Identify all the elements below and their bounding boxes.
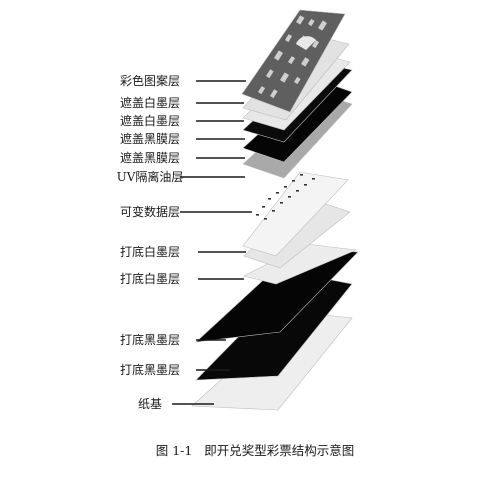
variable-data-dot-1 [256, 214, 259, 216]
variable-data-dot-9 [272, 210, 275, 212]
pattern-mark-13 [258, 86, 266, 95]
variable-data-dot-6 [292, 180, 295, 182]
layer-label-1: 彩色图案层 [120, 73, 180, 88]
variable-data-dot-5 [284, 186, 287, 188]
variable-data-dot-7 [300, 174, 303, 176]
pattern-mark-1 [296, 15, 305, 25]
pattern-mark-11 [280, 72, 290, 83]
layer-label-6: UV隔离油层 [117, 169, 184, 184]
variable-data-dot-8 [264, 218, 267, 220]
pattern-mark-8 [288, 56, 296, 65]
variable-data-dot-11 [288, 196, 291, 198]
pattern-mark-10 [266, 69, 274, 79]
layer-label-9: 打底白墨层 [120, 271, 180, 286]
pattern-mark-6 [312, 40, 320, 49]
sheet-decorations [256, 15, 328, 220]
pattern-mark-3 [318, 20, 328, 31]
layer-sheet-1 [241, 9, 346, 113]
layer-label-7: 可变数据层 [120, 204, 180, 219]
layer-label-12: 纸基 [138, 397, 162, 411]
variable-data-dot-10 [280, 202, 283, 204]
layer-labels: 彩色图案层遮盖白墨层遮盖白墨层遮盖黑膜层遮盖黑膜层UV隔离油层可变数据层打底白墨… [117, 73, 184, 411]
fan-pattern-icon [296, 36, 316, 50]
layer-label-3: 遮盖白墨层 [120, 113, 180, 128]
pattern-mark-2 [307, 18, 315, 27]
leader-lines [172, 80, 252, 405]
variable-data-dot-3 [268, 198, 271, 200]
pattern-mark-12 [294, 76, 301, 85]
layer-sheets [191, 9, 359, 411]
pattern-mark-14 [270, 89, 278, 99]
variable-data-dot-4 [276, 192, 279, 194]
variable-data-dot-2 [262, 206, 265, 208]
layer-label-11: 打底黑墨层 [120, 362, 180, 377]
variable-data-dot-13 [304, 184, 307, 186]
layer-label-4: 遮盖黑膜层 [120, 131, 180, 146]
pattern-mark-4 [285, 34, 293, 43]
layer-label-10: 打底黑墨层 [120, 332, 180, 347]
layer-sheet-9 [243, 243, 358, 285]
layer-label-2: 遮盖白墨层 [120, 95, 180, 110]
variable-data-dot-14 [312, 178, 315, 180]
layer-label-5: 遮盖黑膜层 [120, 150, 180, 165]
pattern-mark-7 [274, 50, 284, 61]
layer-label-8: 打底白墨层 [120, 244, 180, 259]
pattern-mark-9 [301, 57, 310, 67]
layer-sheet-7 [242, 171, 349, 257]
variable-data-dot-12 [296, 190, 299, 192]
figure-caption: 图 1-1 即开兑奖型彩票结构示意图 [156, 443, 355, 458]
